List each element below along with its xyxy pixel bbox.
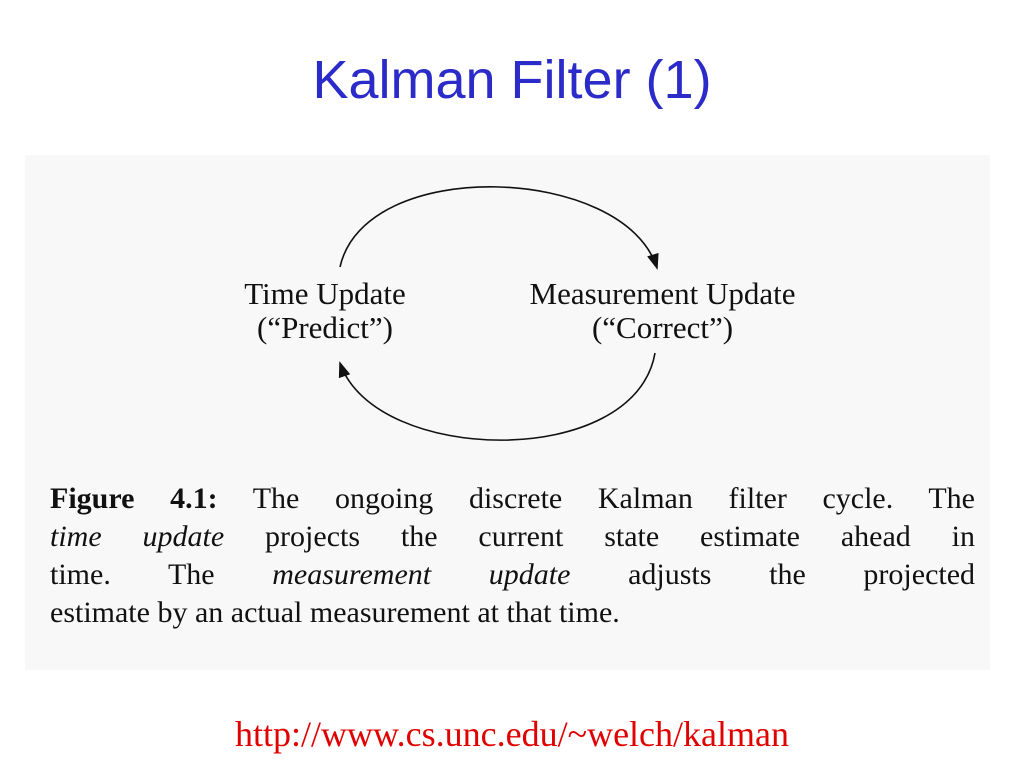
predict-to-correct-arrow bbox=[339, 186, 659, 270]
slide-title: Kalman Filter (1) bbox=[312, 50, 712, 110]
measurement-update-node: Measurement Update (“Correct”) bbox=[490, 277, 835, 345]
time-update-sublabel: (“Predict”) bbox=[257, 310, 393, 345]
correct-to-predict-arrow bbox=[338, 352, 656, 441]
source-url-link[interactable]: http://www.cs.unc.edu/~welch/kalman bbox=[234, 714, 789, 754]
time-update-node: Time Update (“Predict”) bbox=[210, 277, 440, 345]
time-update-label: Time Update bbox=[244, 276, 406, 311]
term-time-update: time update bbox=[50, 520, 225, 553]
caption-line-2: time update projects the current state e… bbox=[50, 518, 975, 556]
caption-text-1: The ongoing discrete Kalman filter cycle… bbox=[252, 482, 975, 515]
caption-text-3b: adjusts the projected bbox=[628, 558, 976, 591]
caption-line-1: Figure 4.1: The ongoing discrete Kalman … bbox=[50, 480, 975, 518]
caption-text-2: projects the current state estimate ahea… bbox=[265, 520, 976, 553]
caption-line-3: time. The measurement update adjusts the… bbox=[50, 556, 975, 594]
measurement-update-sublabel: (“Correct”) bbox=[591, 310, 734, 345]
figure-caption: Figure 4.1: The ongoing discrete Kalman … bbox=[50, 480, 975, 632]
term-measurement-update: measurement update bbox=[272, 558, 571, 591]
caption-text-3a: time. The bbox=[50, 558, 215, 591]
caption-line-4: estimate by an actual measurement at tha… bbox=[50, 596, 620, 629]
figure-panel: Time Update (“Predict”) Measurement Upda… bbox=[25, 155, 990, 670]
cycle-diagram bbox=[338, 186, 659, 441]
measurement-update-label: Measurement Update bbox=[529, 276, 796, 311]
caption-label: Figure 4.1: bbox=[50, 482, 218, 515]
